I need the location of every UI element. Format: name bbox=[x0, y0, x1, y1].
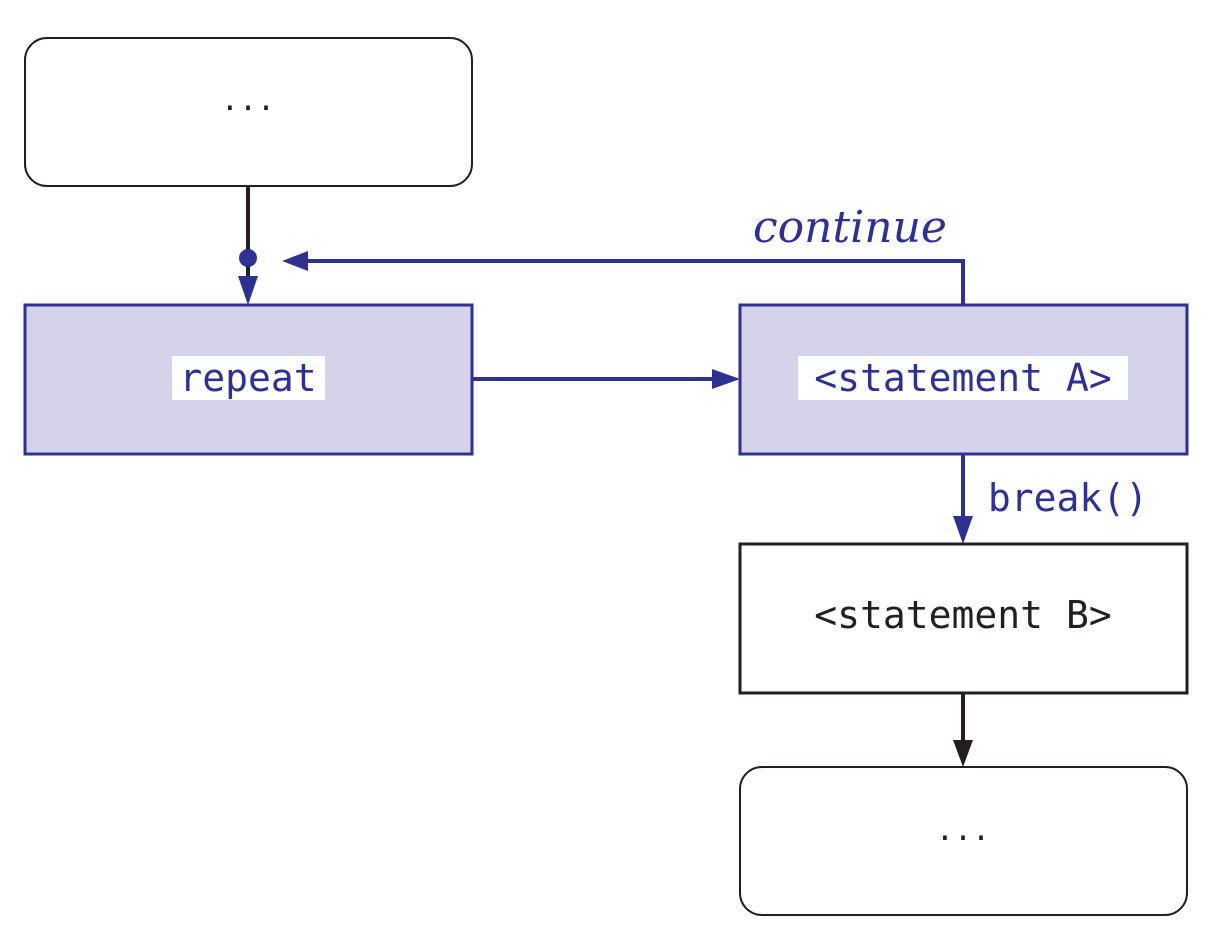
top-to-repeat-arrowhead bbox=[238, 276, 258, 305]
statement-b-to-bottom-arrowhead bbox=[953, 740, 973, 767]
statement-b-box bbox=[738, 542, 1189, 695]
top-ellipsis-box bbox=[24, 37, 473, 187]
bottom-ellipsis-label: ... bbox=[936, 813, 990, 848]
break-label: break() bbox=[988, 476, 1148, 520]
statement-a-label: <statement A> bbox=[814, 356, 1111, 400]
bottom-ellipsis-box bbox=[739, 766, 1188, 916]
repeat-label-bg bbox=[172, 356, 325, 400]
repeat-label: repeat bbox=[179, 356, 316, 400]
break-arrowhead bbox=[953, 516, 973, 544]
continue-loop-line bbox=[300, 259, 965, 305]
statement-a-label-bg bbox=[798, 356, 1128, 400]
repeat-to-statement-a-arrowhead bbox=[712, 369, 740, 389]
continue-junction-dot bbox=[239, 249, 257, 267]
continue-arrowhead bbox=[282, 251, 308, 271]
continue-label: continue bbox=[753, 202, 947, 253]
top-ellipsis-label: ... bbox=[221, 83, 275, 118]
statement-b-label: <statement B> bbox=[814, 593, 1111, 637]
break-label-bg bbox=[980, 477, 1158, 521]
